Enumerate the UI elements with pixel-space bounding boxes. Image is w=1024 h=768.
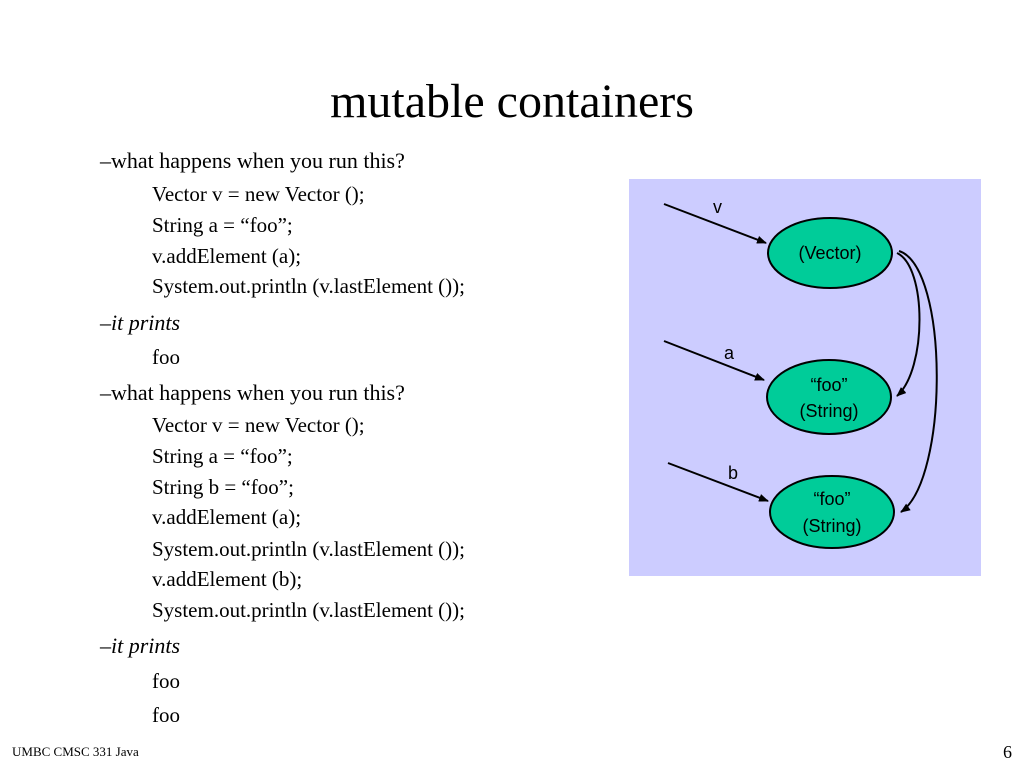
object-diagram: v a b (Vector) “foo” (String) “foo” (Str… [629,179,981,576]
it-prints-label: it prints [111,310,181,335]
code-line: Vector v = new Vector (); [152,413,365,437]
string-node-1-value: “foo” [810,375,847,395]
arrow-v [663,203,767,244]
arrow-b [667,462,769,502]
footer-course: UMBC CMSC 331 Java [12,744,139,759]
page-number: 6 [1003,742,1012,762]
code-line: v.addElement (b); [152,567,303,591]
output-line: foo [152,345,180,369]
code-line: v.addElement (a); [152,505,302,529]
bullet-it-prints-2: –it prints [100,633,180,659]
string-node-2 [769,475,895,549]
dash: – [100,310,111,335]
code-line: String a = “foo”; [152,444,293,468]
arrow-a [663,340,765,381]
code-line: String a = “foo”; [152,213,293,237]
bullet-question-1: –what happens when you run this? [100,148,405,173]
string-node-2-type: (String) [802,516,861,536]
vector-node [767,217,893,289]
string-node-2-value: “foo” [813,489,850,509]
code-line: System.out.println (v.lastElement ()); [152,274,466,298]
code-line: v.addElement (a); [152,244,302,268]
slide-title: mutable containers [330,75,694,128]
diagram-svg: v a b (Vector) “foo” (String) “foo” (Str… [663,197,938,549]
output-line: foo [152,669,180,693]
label-v: v [713,197,722,217]
element-arrow-1 [896,252,921,397]
bullet-it-prints-1: –it prints [100,310,180,336]
output-line: foo [152,703,180,727]
code-line: Vector v = new Vector (); [152,182,365,206]
string-node-1 [766,359,892,435]
label-a: a [724,343,735,363]
code-line: System.out.println (v.lastElement ()); [152,537,466,561]
it-prints-label: it prints [111,633,181,658]
code-line: System.out.println (v.lastElement ()); [152,598,466,622]
slide-body: –what happens when you run this? Vector … [100,148,466,727]
dash: – [100,633,111,658]
bullet-question-2: –what happens when you run this? [100,380,405,405]
vector-node-label: (Vector) [798,243,861,263]
element-arrow-2 [898,250,938,513]
label-b: b [728,463,738,483]
string-node-1-type: (String) [799,401,858,421]
code-line: String b = “foo”; [152,475,294,499]
